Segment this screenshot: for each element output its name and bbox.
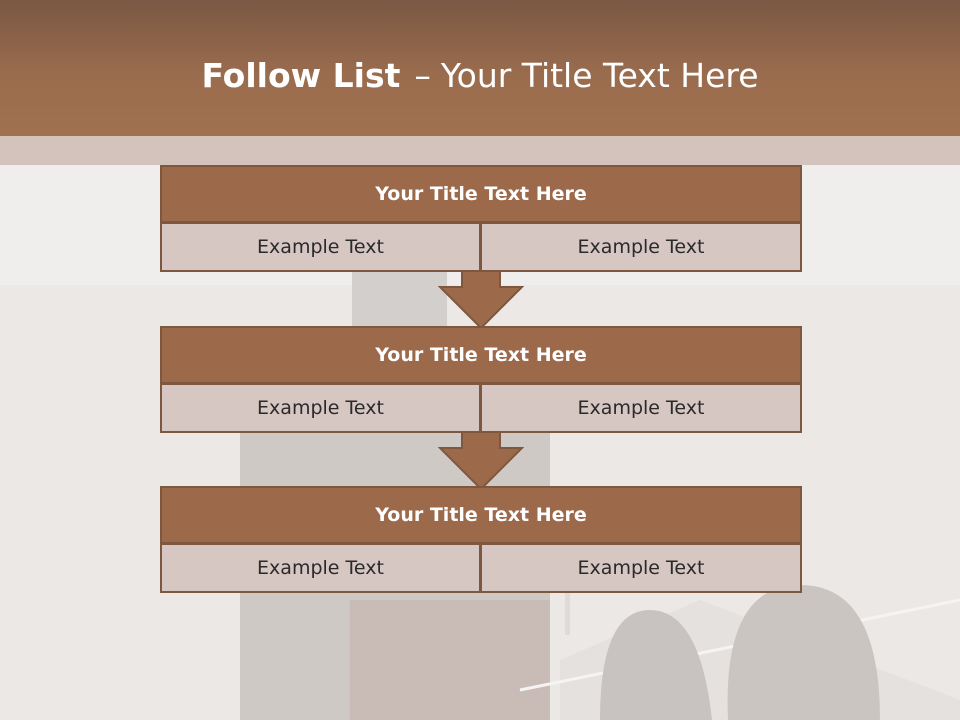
block-title: Your Title Text Here xyxy=(160,326,802,384)
block-cell-left: Example Text xyxy=(160,384,481,433)
header-band xyxy=(0,0,960,136)
down-arrow-icon xyxy=(438,270,524,330)
header-strip xyxy=(0,136,960,165)
block-cell-right: Example Text xyxy=(481,544,802,593)
block-title: Your Title Text Here xyxy=(160,165,802,223)
slide-title-bold: Follow List xyxy=(201,56,401,95)
block-title: Your Title Text Here xyxy=(160,486,802,544)
block-cell-left: Example Text xyxy=(160,544,481,593)
block-cell-right: Example Text xyxy=(481,223,802,272)
block-cell-left: Example Text xyxy=(160,223,481,272)
block-cell-right: Example Text xyxy=(481,384,802,433)
down-arrow-icon xyxy=(438,431,524,491)
slide-title: Follow List–Your Title Text Here xyxy=(0,52,960,100)
slide-title-separator: – xyxy=(414,56,431,95)
list-block-2: Your Title Text Here Example Text Exampl… xyxy=(160,326,802,433)
list-block-1: Your Title Text Here Example Text Exampl… xyxy=(160,165,802,272)
list-block-3: Your Title Text Here Example Text Exampl… xyxy=(160,486,802,593)
slide-title-rest: Your Title Text Here xyxy=(440,56,759,95)
